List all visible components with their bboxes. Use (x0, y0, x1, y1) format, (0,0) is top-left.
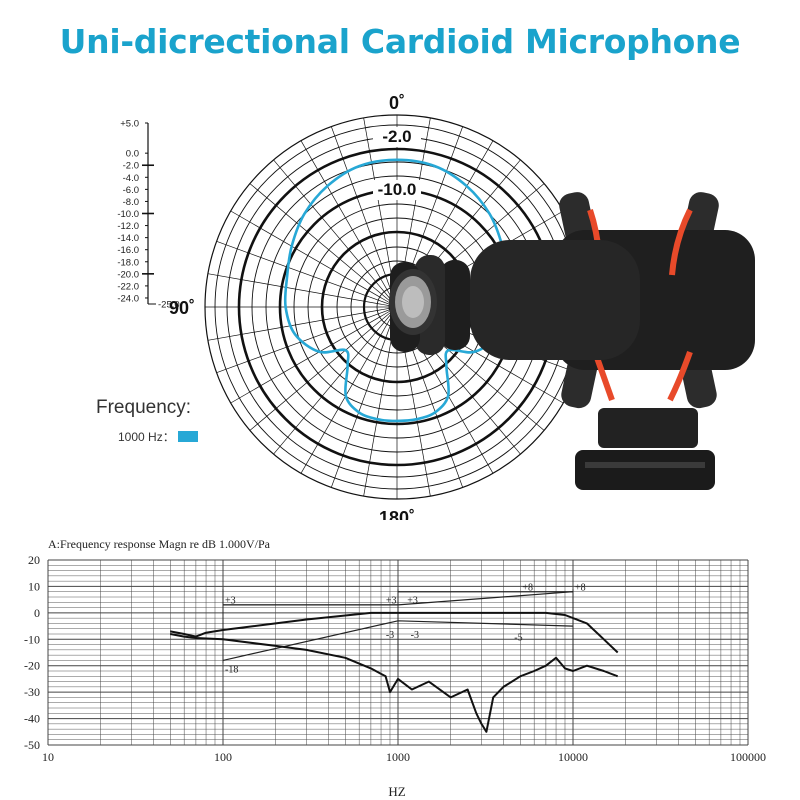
response-annotation: -3 (411, 630, 419, 641)
scale-tick-label: -20.0 (117, 269, 139, 280)
response-annotation: +3 (386, 596, 397, 607)
scale-tick-label: -10.0 (117, 209, 139, 220)
response-series-1 (170, 611, 619, 654)
scale-tick-label: -14.0 (117, 233, 139, 244)
microphone-icon (389, 192, 755, 490)
response-series-2 (170, 633, 619, 733)
scale-tick-label: -2.0 (123, 161, 139, 172)
polar-spoke (300, 140, 398, 308)
scale-tick-label: -12.0 (117, 221, 139, 232)
scale-min-label: -25.0 (158, 300, 180, 311)
response-annotation: +3 (225, 596, 236, 607)
polar-spoke (273, 306, 398, 455)
polar-spoke (216, 241, 398, 308)
y-tick-label: 10 (28, 579, 40, 593)
response-annotation: -5 (514, 633, 522, 644)
response-annotations: +3 +3 +3 +8 +8 -3 -3 -5 -18 (225, 582, 586, 675)
page-title: Uni-dicrectional Cardioid Microphone (59, 22, 741, 61)
legend-swatch (177, 431, 198, 442)
polar-spoke (331, 306, 398, 488)
legend-item-label: 1000 Hz： (118, 430, 175, 444)
scale-tick-label: -18.0 (117, 257, 139, 268)
polar-spoke (207, 273, 398, 308)
scale-tick-label: -24.0 (117, 293, 139, 304)
polar-spoke (207, 306, 398, 341)
angle-label-bottom: 180˚ (379, 508, 415, 520)
scale-tick-label: -16.0 (117, 245, 139, 256)
y-tick-label: -20 (24, 659, 40, 673)
scale-tick-label: -8.0 (123, 197, 139, 208)
scale-tick-label: -6.0 (123, 185, 139, 196)
response-xlabel: HZ (388, 784, 405, 799)
scale-tick-label: -4.0 (123, 173, 139, 184)
polar-spoke (249, 183, 398, 308)
response-grid (47, 559, 749, 746)
y-tick-label: 0 (34, 606, 40, 620)
response-annotation: -18 (225, 664, 238, 675)
y-tick-label: -40 (24, 712, 40, 726)
legend-title: Frequency: (96, 397, 192, 418)
legend-item: 1000 Hz： (118, 428, 198, 445)
polar-ring-labels: -2.0 -10.0 (373, 127, 421, 200)
response-annotation: +8 (522, 582, 533, 593)
polar-chart: +5.00.0-2.0-4.0-6.0-8.0-10.0-12.0-14.0-1… (117, 93, 755, 520)
y-tick-label: -50 (24, 738, 40, 752)
ring-label: -2.0 (382, 127, 411, 146)
x-tick-label: 1000 (386, 750, 410, 764)
polar-spoke (300, 306, 398, 474)
polar-spoke (230, 306, 398, 404)
polar-spoke (273, 159, 398, 308)
response-annotation: +8 (575, 582, 586, 593)
polar-scale: +5.00.0-2.0-4.0-6.0-8.0-10.0-12.0-14.0-1… (117, 119, 179, 311)
y-tick-label: 20 (28, 553, 40, 567)
polar-spoke (230, 210, 398, 308)
polar-angle-labels: 0˚ 90˚ 180˚ (169, 93, 415, 520)
ring-label: -10.0 (378, 180, 417, 199)
polar-spoke (331, 126, 398, 308)
scale-tick-label: 0.0 (126, 149, 139, 160)
scale-tick-label: +5.0 (120, 119, 139, 130)
scale-tick-label: -22.0 (117, 281, 139, 292)
polar-spoke (216, 306, 398, 373)
response-annotation: +3 (407, 596, 418, 607)
x-tick-label: 100000 (730, 750, 766, 764)
response-series-group (170, 611, 619, 733)
ring-label-bg (373, 127, 421, 147)
y-tick-label: -30 (24, 685, 40, 699)
y-tick-label: -10 (24, 632, 40, 646)
response-annotation: -3 (386, 630, 394, 641)
polar-spoke (249, 306, 398, 431)
x-tick-label: 100 (214, 750, 232, 764)
x-tick-label: 10 (42, 750, 54, 764)
angle-label-top: 0˚ (389, 93, 405, 113)
response-title: A:Frequency response Magn re dB 1.000V/P… (48, 537, 271, 551)
x-tick-label: 10000 (558, 750, 588, 764)
ring-label-bg (373, 180, 421, 200)
angle-label-left: 90˚ (169, 298, 195, 318)
